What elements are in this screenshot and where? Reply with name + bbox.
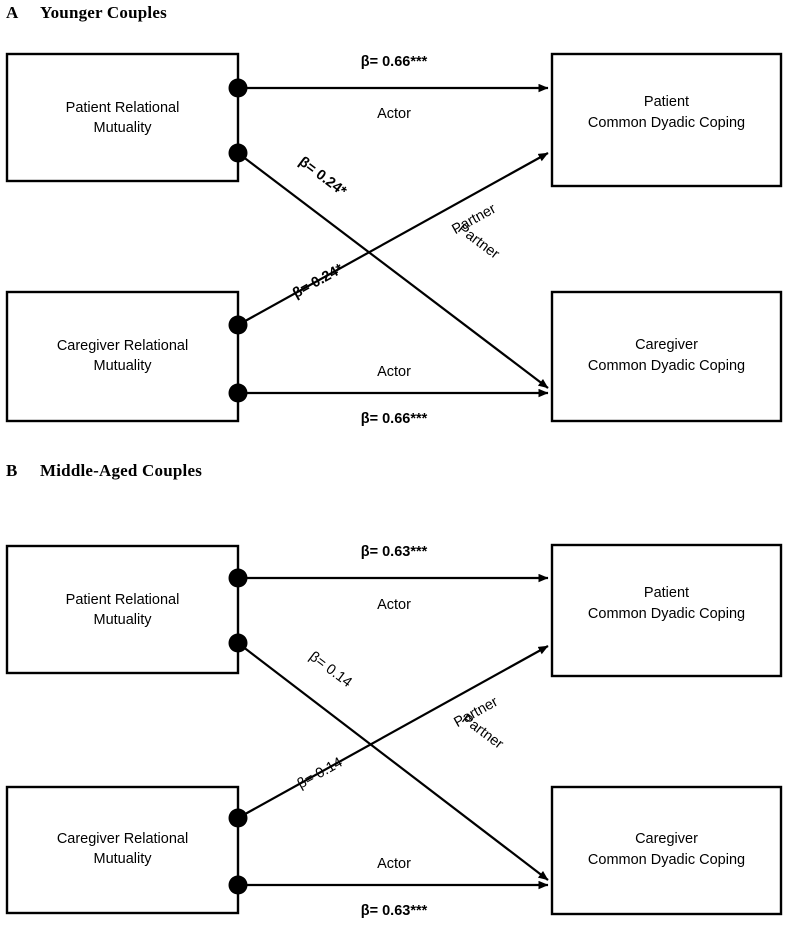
endpoint-dot-caregiver-partner-b — [228, 808, 248, 828]
node-patient-cdc-a — [550, 52, 783, 188]
path-caregiver-partner-a — [237, 152, 549, 326]
label-beta-caregiver-partner-a: β= 0.24* — [290, 261, 346, 302]
node-caregiver-relational-mutuality-a-line2: Mutuality — [93, 358, 152, 374]
label-role-caregiver-actor-a: Actor — [377, 364, 411, 380]
label-beta-patient-actor-b: β= 0.63*** — [361, 544, 428, 560]
label-beta-patient-partner-a: β= 0.24* — [296, 154, 350, 200]
endpoint-dot-caregiver-actor-b — [228, 875, 248, 895]
node-caregiver-relational-mutuality-b-line2: Mutuality — [93, 851, 152, 867]
label-beta-caregiver-actor-a: β= 0.66*** — [361, 411, 428, 427]
label-beta-patient-actor-a: β= 0.66*** — [361, 54, 428, 70]
label-role-caregiver-actor-b: Actor — [377, 856, 411, 872]
endpoint-dot-caregiver-partner-a — [228, 315, 248, 335]
label-beta-patient-partner-b: β= 0.14 — [306, 649, 355, 691]
path-patient-partner-b — [237, 642, 549, 881]
panel-a-title: Younger Couples — [40, 3, 167, 22]
node-patient-cdc-a-line2: Common Dyadic Coping — [588, 115, 745, 131]
label-role-patient-actor-b: Actor — [377, 597, 411, 613]
node-caregiver-cdc-b-line1: Caregiver — [635, 831, 698, 847]
panel-b-letter: B — [6, 461, 18, 480]
node-caregiver-relational-mutuality-b-line1: Caregiver Relational — [57, 831, 188, 847]
label-beta-caregiver-partner-b: β= 0.14 — [295, 755, 346, 793]
node-caregiver-relational-mutuality-a — [5, 290, 240, 423]
node-patient-relational-mutuality-a-line2: Mutuality — [93, 120, 152, 136]
endpoint-dot-patient-partner-b — [228, 633, 248, 653]
node-patient-relational-mutuality-a — [5, 52, 240, 183]
panel-b-diagram: Patient Relational Mutuality Patient Com… — [5, 543, 783, 919]
panel-a-diagram: Patient Relational Mutuality Patient Com… — [5, 52, 783, 427]
node-patient-relational-mutuality-b-line1: Patient Relational — [66, 592, 180, 608]
endpoint-dot-patient-actor-b — [228, 568, 248, 588]
node-caregiver-relational-mutuality-b — [5, 785, 240, 915]
node-caregiver-cdc-a-line2: Common Dyadic Coping — [588, 358, 745, 374]
node-caregiver-relational-mutuality-a-line1: Caregiver Relational — [57, 338, 188, 354]
node-patient-relational-mutuality-b-line2: Mutuality — [93, 612, 152, 628]
node-patient-cdc-b-line2: Common Dyadic Coping — [588, 606, 745, 622]
node-patient-relational-mutuality-b — [5, 544, 240, 675]
panel-a-letter: A — [6, 3, 19, 22]
node-patient-cdc-b — [550, 543, 783, 678]
node-caregiver-cdc-b — [550, 785, 783, 916]
node-patient-cdc-a-line1: Patient — [644, 94, 689, 110]
label-role-patient-actor-a: Actor — [377, 106, 411, 122]
endpoint-dot-caregiver-actor-a — [228, 383, 248, 403]
endpoint-dot-patient-actor-a — [228, 78, 248, 98]
label-beta-caregiver-actor-b: β= 0.63*** — [361, 903, 428, 919]
path-caregiver-partner-b — [237, 645, 549, 819]
node-caregiver-cdc-a — [550, 290, 783, 423]
panel-b-title: Middle-Aged Couples — [40, 461, 203, 480]
node-caregiver-cdc-a-line1: Caregiver — [635, 337, 698, 353]
path-patient-partner-a — [237, 152, 549, 389]
endpoint-dot-patient-partner-a — [228, 143, 248, 163]
node-caregiver-cdc-b-line2: Common Dyadic Coping — [588, 852, 745, 868]
node-patient-relational-mutuality-a-line1: Patient Relational — [66, 100, 180, 116]
node-patient-cdc-b-line1: Patient — [644, 585, 689, 601]
